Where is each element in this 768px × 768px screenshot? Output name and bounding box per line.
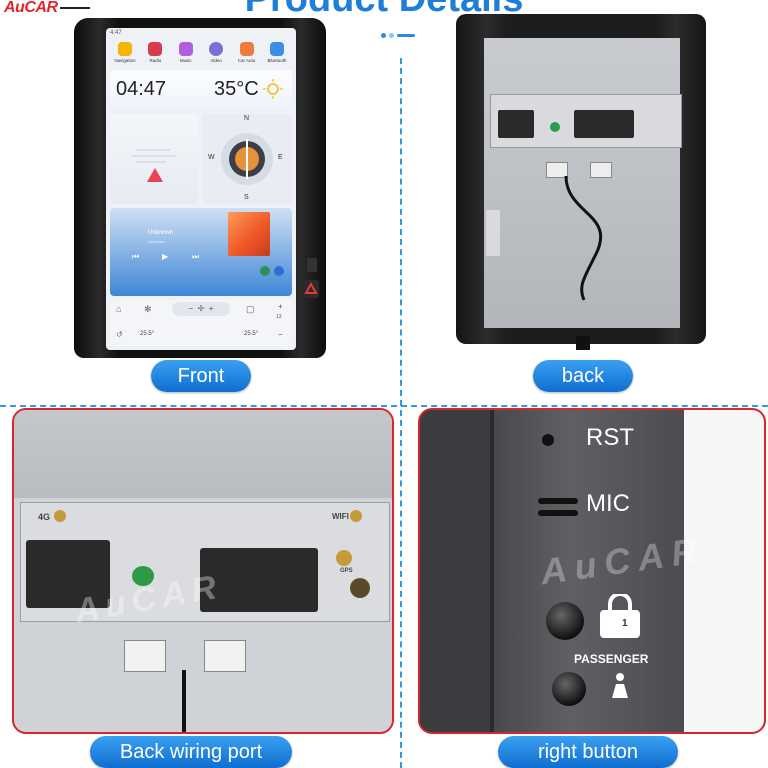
chassis-top bbox=[14, 410, 392, 498]
caption-wiring: Back wiring port bbox=[90, 736, 292, 768]
label-4g: 4G bbox=[38, 512, 51, 522]
volume-up-icon[interactable]: + bbox=[278, 302, 283, 311]
status-bar: 4:47 bbox=[110, 30, 122, 36]
lock-number: 1 bbox=[622, 618, 628, 629]
connector-port bbox=[574, 110, 634, 138]
side-edge bbox=[420, 410, 490, 732]
media-title: Unknown bbox=[148, 230, 174, 236]
page-title: Product Details bbox=[0, 0, 768, 21]
side-button bbox=[307, 258, 317, 272]
app-navigation[interactable]: Navigation bbox=[112, 42, 138, 63]
status-led bbox=[550, 122, 560, 132]
metal-chassis bbox=[484, 38, 680, 328]
small-connector bbox=[204, 640, 246, 672]
indicator-active[interactable] bbox=[397, 34, 415, 38]
fan-icon[interactable]: ✻ bbox=[144, 304, 152, 314]
label-passenger: PASSENGER bbox=[574, 652, 649, 666]
compass-card[interactable]: N E S W bbox=[202, 114, 292, 204]
clock-weather-card: 04:47 35°C bbox=[110, 70, 292, 110]
right-button-closeup: RST MIC 1 PASSENGER AuCAR bbox=[418, 408, 766, 734]
logo-mark bbox=[59, 0, 90, 9]
antenna-port-4g bbox=[54, 510, 66, 522]
door-lock-icon bbox=[600, 594, 640, 638]
label-gps: GPS bbox=[340, 568, 353, 574]
app-video[interactable]: Video bbox=[203, 42, 229, 63]
brand-logo: AuCAR bbox=[4, 0, 90, 17]
compass-icon bbox=[221, 133, 273, 185]
caption-right: right button bbox=[498, 736, 678, 768]
front-unit-photo: 4:47 Navigation Radio Music Video Car Au… bbox=[74, 18, 326, 358]
home-icon[interactable]: ⌂ bbox=[116, 304, 122, 314]
label-rst: RST bbox=[586, 424, 634, 451]
mic-slot bbox=[538, 498, 578, 504]
label-mic: MIC bbox=[586, 490, 630, 517]
mic-slot bbox=[538, 510, 578, 516]
label-wifi: WIFI bbox=[332, 512, 349, 521]
volume-level: 13 bbox=[276, 314, 282, 320]
play-icon[interactable]: ▶ bbox=[162, 252, 169, 261]
indicator-dot[interactable] bbox=[389, 33, 394, 39]
mount-bracket bbox=[486, 210, 500, 256]
app-bluetooth[interactable]: Bluetooth bbox=[264, 42, 290, 63]
cable bbox=[182, 670, 186, 732]
small-connector bbox=[590, 162, 612, 178]
vertical-divider bbox=[400, 58, 402, 768]
back-icon[interactable]: ↺ bbox=[116, 330, 123, 339]
right-temp: 25.5° bbox=[244, 331, 259, 337]
cable bbox=[564, 175, 603, 301]
navigation-card[interactable] bbox=[110, 114, 198, 204]
antenna-port-gps bbox=[336, 550, 352, 566]
passenger-seat-icon bbox=[612, 673, 628, 698]
caption-front: Front bbox=[151, 360, 251, 392]
left-temp: 25.5° bbox=[140, 331, 155, 337]
fan-speed-control[interactable]: − ✢ + bbox=[172, 302, 230, 316]
aux-harness-port bbox=[200, 548, 318, 612]
wiring-port-closeup: 4G WIFI GPS AuCAR bbox=[12, 408, 394, 734]
radio-antenna-port bbox=[350, 578, 370, 598]
album-art bbox=[228, 212, 270, 256]
panel-backdrop bbox=[684, 410, 764, 732]
temperature: 35°C bbox=[214, 78, 259, 100]
head-unit-screen: 4:47 Navigation Radio Music Video Car Au… bbox=[106, 28, 296, 350]
lock-button[interactable] bbox=[546, 602, 584, 640]
sun-icon bbox=[263, 79, 283, 99]
app-dock: Navigation Radio Music Video Car Auto Bl… bbox=[106, 40, 296, 63]
window-icon[interactable]: ▢ bbox=[246, 304, 255, 314]
compass-n: N bbox=[244, 115, 250, 122]
indicator-dot[interactable] bbox=[381, 33, 386, 39]
app-radio[interactable]: Radio bbox=[142, 42, 168, 63]
boat-illustration bbox=[132, 149, 176, 182]
clock: 04:47 bbox=[116, 78, 167, 100]
back-unit-photo bbox=[456, 14, 706, 354]
hazard-button bbox=[303, 280, 319, 298]
compass-w: W bbox=[208, 154, 215, 161]
button-strip bbox=[494, 410, 684, 732]
caption-back: back bbox=[533, 360, 633, 392]
media-player-card[interactable]: Unknown Unknown ⏮ ▶ ⏭ bbox=[110, 208, 292, 296]
horizontal-divider bbox=[0, 405, 768, 407]
app-car-auto[interactable]: Car Auto bbox=[234, 42, 260, 63]
reset-hole[interactable] bbox=[542, 434, 554, 446]
shortcut-icon[interactable] bbox=[260, 266, 270, 276]
climate-bar: ⌂ ✻ − ✢ + ▢ + 13 ↺ 25.5° 25.5° − bbox=[110, 300, 292, 346]
small-connector bbox=[546, 162, 568, 178]
carousel-indicator[interactable] bbox=[381, 27, 418, 45]
connector-port bbox=[498, 110, 534, 138]
compass-s: S bbox=[244, 194, 249, 201]
app-music[interactable]: Music bbox=[173, 42, 199, 63]
prev-icon[interactable]: ⏮ bbox=[132, 252, 140, 261]
small-connector bbox=[124, 640, 166, 672]
mount-foot bbox=[576, 336, 590, 350]
main-harness-port bbox=[26, 540, 110, 608]
status-led bbox=[132, 566, 154, 586]
next-icon[interactable]: ⏭ bbox=[192, 252, 200, 261]
compass-e: E bbox=[278, 154, 283, 161]
antenna-port-wifi bbox=[350, 510, 362, 522]
media-artist: Unknown bbox=[148, 239, 165, 244]
shortcut-icon[interactable] bbox=[274, 266, 284, 276]
volume-down-icon[interactable]: − bbox=[278, 330, 283, 339]
passenger-button[interactable] bbox=[552, 672, 586, 706]
